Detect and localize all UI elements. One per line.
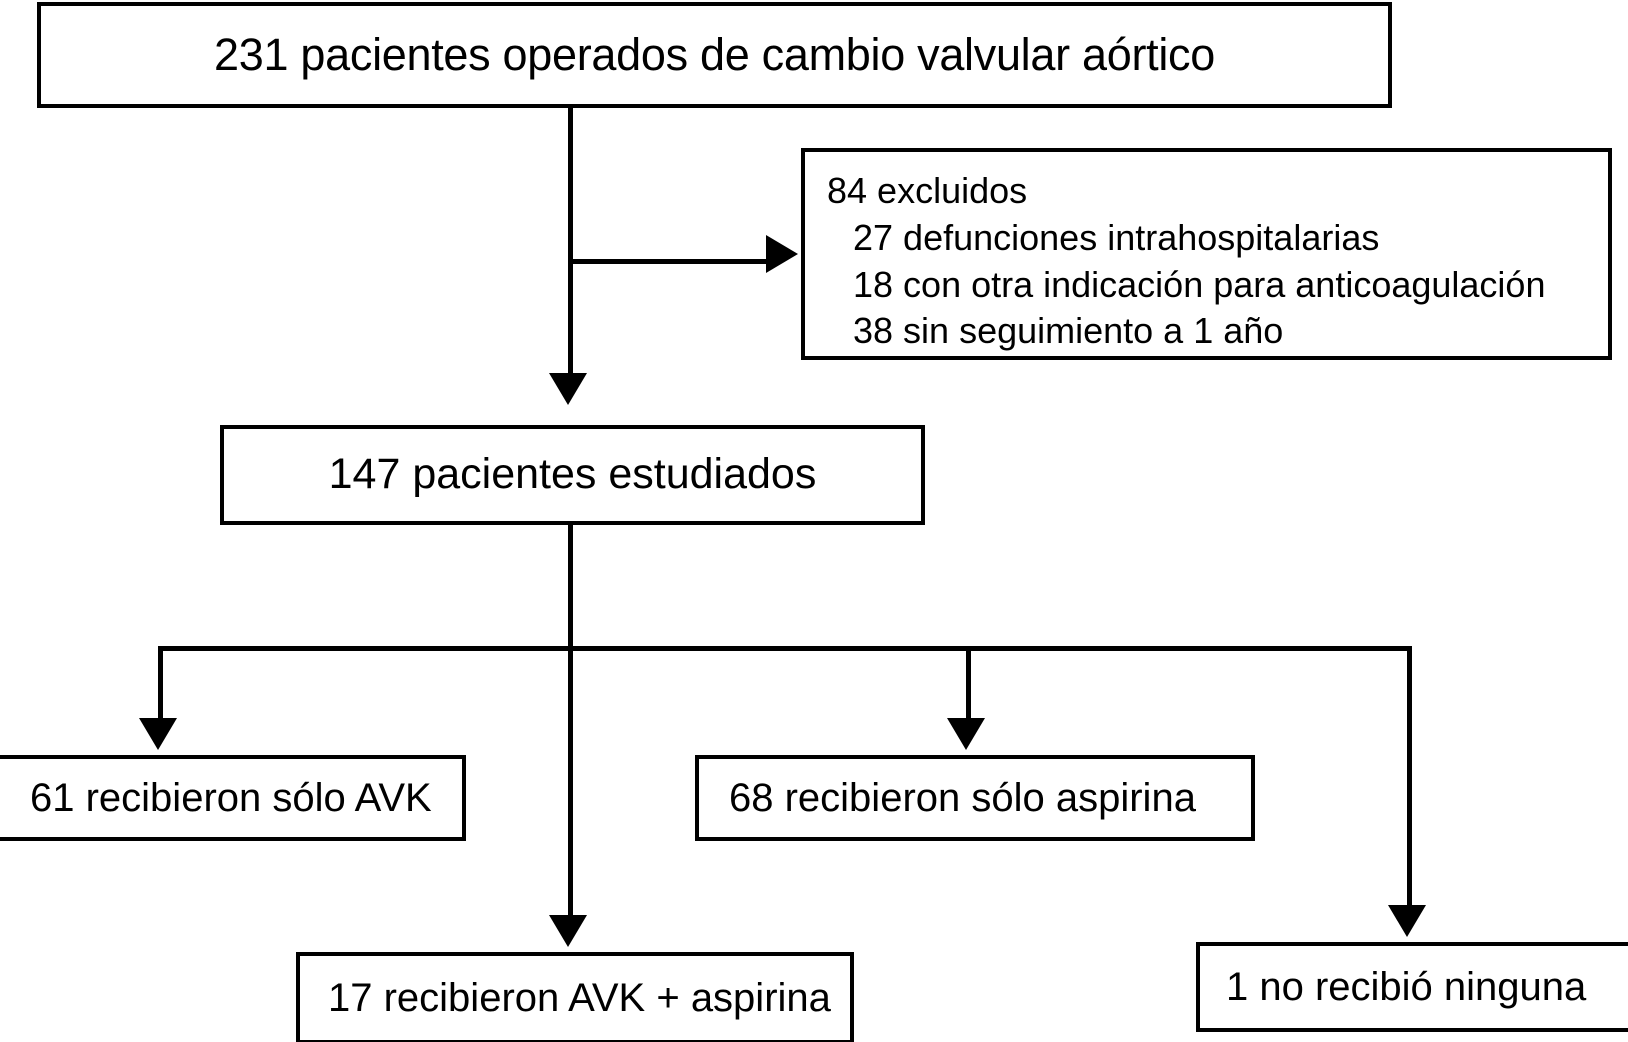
- excluded-heading: 84 excluidos: [827, 170, 1028, 211]
- node-aspirin-only: 68 recibieron sólo aspirina: [695, 755, 1255, 841]
- excluded-reason-item: 38 sin seguimiento a 1 año: [853, 310, 1284, 352]
- node-aspirin-only-label: 68 recibieron sólo aspirina: [729, 776, 1196, 820]
- node-avk-plus-aspirin: 17 recibieron AVK + aspirina: [296, 952, 854, 1042]
- node-avk-plus-aspirin-label: 17 recibieron AVK + aspirina: [328, 976, 831, 1020]
- node-enrolled-patients: 231 pacientes operados de cambio valvula…: [37, 2, 1392, 108]
- node-avk-only: 61 recibieron sólo AVK: [0, 755, 466, 841]
- arrowhead-right-excluded: [766, 235, 798, 273]
- node-studied-label: 147 pacientes estudiados: [328, 450, 817, 499]
- connector-to-avk-plus-aspirin: [568, 646, 573, 920]
- node-enrolled-label: 231 pacientes operados de cambio valvula…: [214, 29, 1215, 81]
- arrowhead-down-avk-only: [139, 718, 177, 750]
- node-no-therapy-label: 1 no recibió ninguna: [1226, 965, 1587, 1009]
- node-no-therapy: 1 no recibió ninguna: [1196, 942, 1628, 1032]
- node-excluded-patients: 84 excluidos 27 defunciones intrahospita…: [801, 148, 1612, 360]
- arrowhead-down-avk-plus-aspirin: [549, 915, 587, 947]
- connector-distribution-bar: [158, 646, 1412, 651]
- connector-studied-to-distribution: [568, 525, 573, 651]
- connector-enrolled-to-excluded: [568, 259, 768, 264]
- connector-enrolled-to-studied: [568, 108, 573, 380]
- arrowhead-down-aspirin-only: [947, 718, 985, 750]
- connector-to-none: [1407, 646, 1412, 910]
- arrowhead-down-studied: [549, 373, 587, 405]
- node-studied-patients: 147 pacientes estudiados: [220, 425, 925, 525]
- connector-to-aspirin-only: [966, 646, 971, 723]
- connector-to-avk-only: [158, 646, 163, 723]
- excluded-reason-list: 84 excluidos 27 defunciones intrahospita…: [827, 168, 1545, 355]
- excluded-reason-item: 18 con otra indicación para anticoagulac…: [853, 263, 1546, 305]
- arrowhead-down-none: [1388, 905, 1426, 937]
- node-avk-only-label: 61 recibieron sólo AVK: [30, 776, 432, 820]
- excluded-reason-item: 27 defunciones intrahospitalarias: [853, 216, 1380, 258]
